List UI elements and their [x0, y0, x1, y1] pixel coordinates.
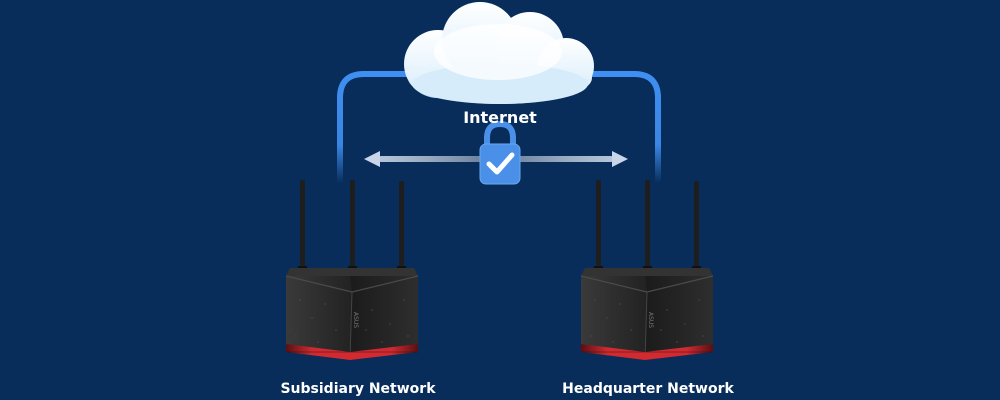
right-link-line: [577, 71, 661, 186]
headquarter-network-label: Headquarter Network: [562, 381, 734, 397]
internet-label: Internet: [463, 108, 537, 127]
right-router-icon: ASUS: [580, 180, 714, 361]
cloud-icon: [404, 2, 594, 104]
right-router-brand: ASUS: [647, 312, 654, 328]
left-link-line: [337, 71, 423, 186]
left-router-icon: ASUS: [285, 180, 419, 361]
padlock-check-icon: [479, 120, 521, 185]
subsidiary-network-label: Subsidiary Network: [280, 381, 436, 397]
left-router-brand: ASUS: [352, 312, 359, 328]
